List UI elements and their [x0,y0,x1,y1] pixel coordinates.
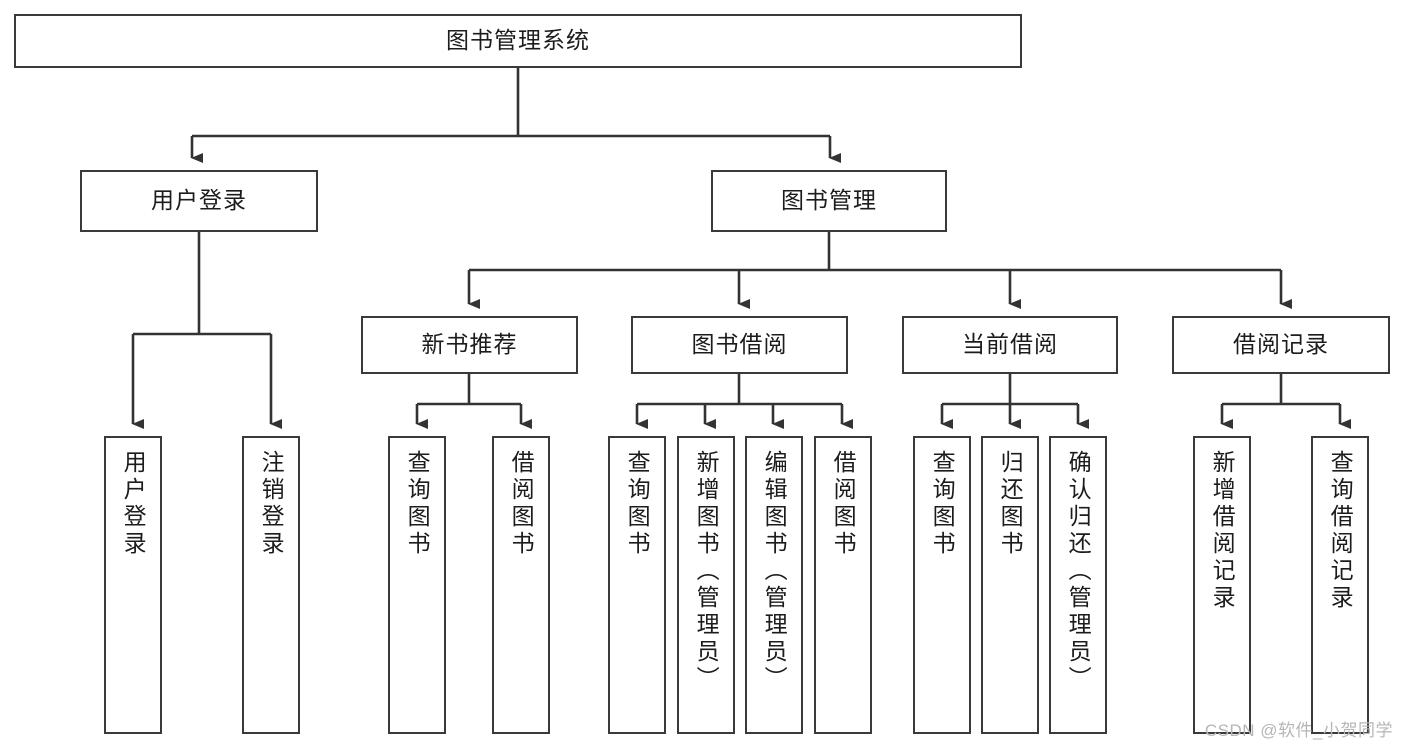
node-label: 新增图书（管理员） [693,450,720,693]
node-label: 图书借阅 [691,331,788,358]
node-label: 借阅图书 [508,450,535,558]
leaf-new-book-borrow[interactable]: 借阅图书 [492,436,550,734]
node-label: 借阅记录 [1233,331,1329,358]
leaf-new-book-query[interactable]: 查询图书 [388,436,446,734]
node-label: 借阅图书 [830,450,857,558]
node-label: 当前借阅 [962,331,1058,358]
node-label: 用户登录 [151,187,247,214]
node-label: 确认归还（管理员） [1065,450,1092,693]
leaf-record-add-record[interactable]: 新增借阅记录 [1193,436,1251,734]
leaf-current-query-book[interactable]: 查询图书 [913,436,971,734]
node-label: 新书推荐 [421,331,518,358]
leaf-current-return-book[interactable]: 归还图书 [981,436,1039,734]
leaf-user-login-signout[interactable]: 注销登录 [242,436,300,734]
node-label: 查询图书 [929,450,956,558]
node-label: 归还图书 [997,450,1024,558]
leaf-current-confirm-return-admin[interactable]: 确认归还（管理员） [1049,436,1107,734]
node-book-borrow[interactable]: 图书借阅 [631,316,848,374]
node-borrow-record[interactable]: 借阅记录 [1172,316,1390,374]
node-label: 图书管理 [781,187,877,214]
node-label: 新增借阅记录 [1209,450,1236,612]
leaf-borrow-query-book[interactable]: 查询图书 [608,436,666,734]
node-root-system[interactable]: 图书管理系统 [14,14,1022,68]
node-user-login[interactable]: 用户登录 [80,170,318,232]
leaf-borrow-borrow-book[interactable]: 借阅图书 [814,436,872,734]
leaf-user-login-signin[interactable]: 用户登录 [104,436,162,734]
leaf-borrow-add-book-admin[interactable]: 新增图书（管理员） [677,436,735,734]
leaf-borrow-edit-book-admin[interactable]: 编辑图书（管理员） [745,436,803,734]
node-label: 编辑图书（管理员） [761,450,788,693]
node-new-book-recommend[interactable]: 新书推荐 [361,316,578,374]
watermark: CSDN @软件_小贺同学 [1204,721,1393,740]
node-label: 图书管理系统 [446,27,590,54]
node-current-borrow[interactable]: 当前借阅 [902,316,1118,374]
node-label: 查询图书 [404,450,431,558]
leaf-record-query-record[interactable]: 查询借阅记录 [1311,436,1369,734]
node-label: 查询借阅记录 [1327,450,1354,612]
node-label: 查询图书 [624,450,651,558]
node-label: 注销登录 [258,450,285,558]
node-label: 用户登录 [120,450,147,558]
node-book-management[interactable]: 图书管理 [711,170,947,232]
